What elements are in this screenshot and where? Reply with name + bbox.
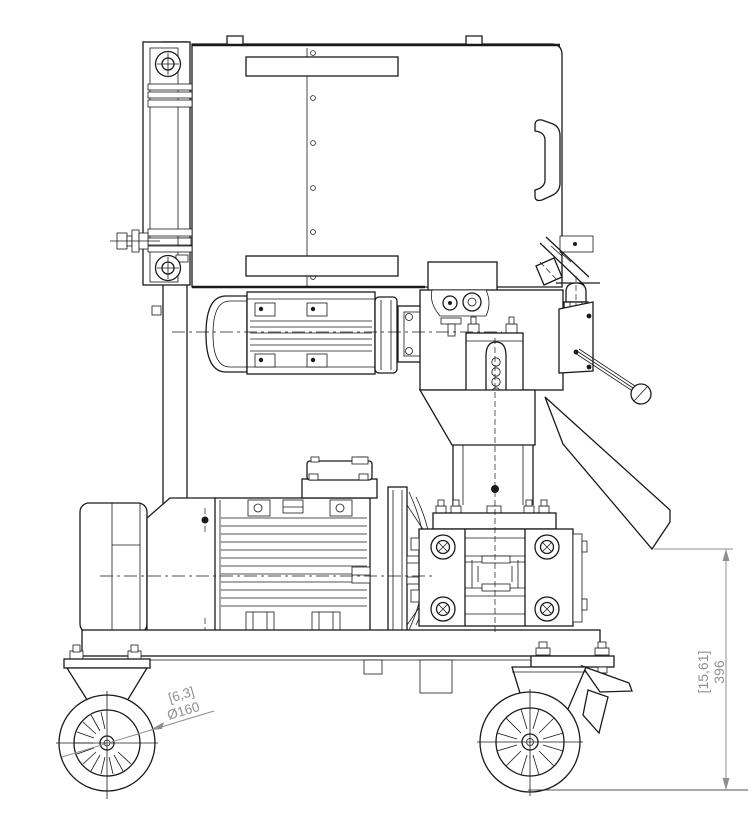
dosing-flange-ring: [374, 296, 398, 374]
mast-adjust-bolt: [110, 229, 160, 253]
dosing-fan-cover: [205, 295, 248, 373]
main-drive: [79, 456, 434, 642]
dosing-motor-fins: [250, 320, 372, 352]
hopper-stiffener-top: [245, 56, 399, 77]
base-plate: [81, 629, 601, 657]
centerline-marker: [491, 485, 499, 493]
cutter-chamber: [410, 485, 588, 627]
feed-block: [418, 261, 564, 505]
brake-lever: [580, 664, 633, 693]
dimension-arrow-top: [722, 549, 730, 561]
lever-panel: [558, 301, 594, 374]
chamber-center-details: [465, 537, 525, 615]
height-dimension-value-label: 396: [711, 660, 727, 684]
feed-lower-box: [418, 389, 536, 446]
right-caster-plate: [530, 655, 615, 668]
valve-lever-assembly: [535, 235, 652, 405]
hand-lever: [574, 348, 652, 405]
left-wheel-spokes: [75, 711, 132, 775]
right-wheel-spokes: [496, 708, 564, 776]
centerlines: [100, 331, 502, 632]
hopper-stiffener-bottom: [245, 255, 399, 277]
mast-bolt-top: [154, 50, 182, 78]
discharge-chute: [544, 396, 671, 551]
base-frame: [81, 629, 601, 694]
chamber-top-studs: [435, 499, 550, 515]
hopper-handle: [534, 119, 561, 202]
feed-neck: [452, 445, 534, 505]
caster-dimension-bracket-label: [6,3]: [167, 684, 196, 706]
main-motor-body: [214, 497, 371, 633]
dimension-arrow: [150, 722, 164, 730]
main-motor-fins: [221, 517, 367, 607]
support-mast: [110, 41, 193, 518]
height-dimension-bracket-label: [15,61]: [695, 651, 711, 694]
chamber-top-plate: [432, 512, 557, 530]
left-caster: [56, 644, 158, 799]
mast-bracket-upper: [147, 83, 193, 108]
feed-hinge-plate: [430, 289, 490, 317]
feed-mount-bracket: [427, 261, 498, 293]
height-dimension: [15,61] 396: [528, 548, 748, 791]
right-caster-bolts: [535, 641, 610, 656]
hopper-bin: [191, 35, 563, 289]
left-caster-plate: [63, 658, 151, 669]
drain-box: [419, 659, 453, 694]
chamber-bolts: [430, 534, 560, 622]
motor-feet: [245, 611, 341, 633]
dosing-motor-lugs: [254, 302, 328, 368]
mast-bolt-bottom: [154, 254, 182, 282]
terminal-box: [301, 456, 378, 499]
right-caster: [477, 641, 633, 796]
dimension-arrow-bottom: [722, 778, 730, 790]
clamp-t-bolt: [440, 317, 462, 325]
valve-dome: [565, 282, 587, 303]
junction-box: [79, 502, 148, 634]
motor-lifting-lugs: [247, 499, 353, 517]
